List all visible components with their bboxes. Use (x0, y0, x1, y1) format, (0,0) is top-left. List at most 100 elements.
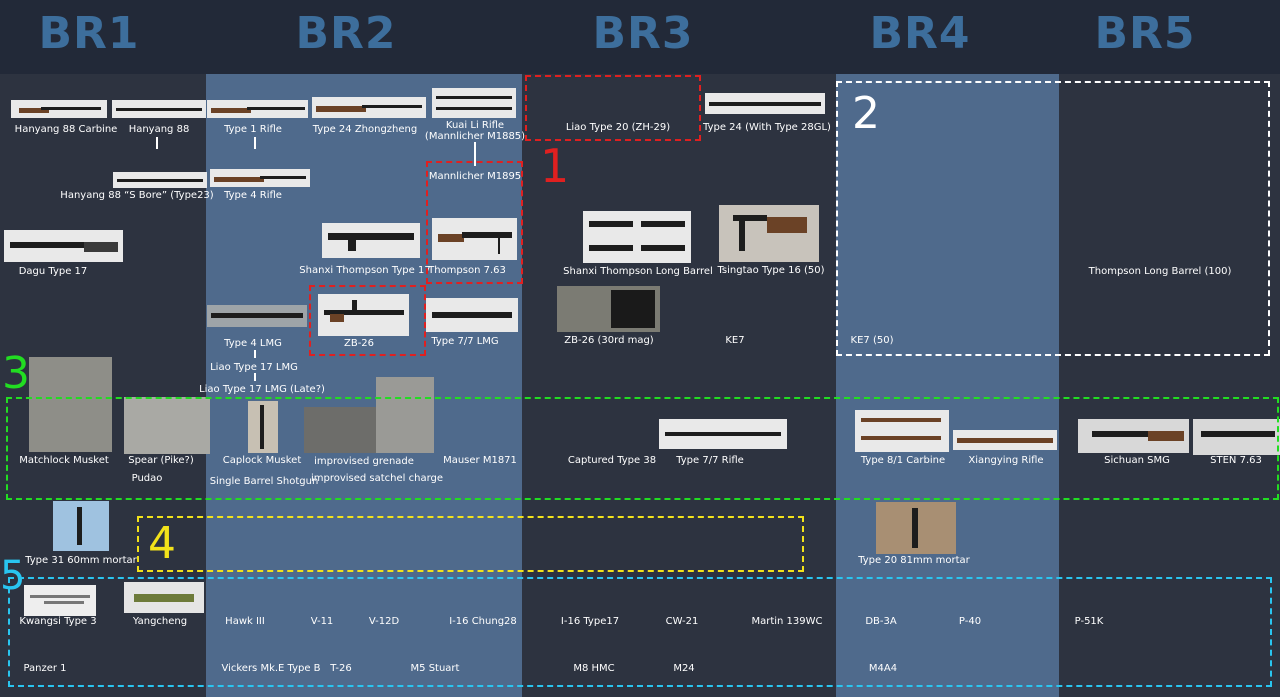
type24-28gl-image (705, 93, 825, 114)
tier-br3: BR3 (592, 8, 694, 59)
tsingtao16-label: Tsingtao Type 16 (50) (717, 265, 825, 276)
shanxi-thompson-long-image (583, 211, 691, 263)
hanyang88-sbore-image (113, 172, 207, 188)
type24-zhongzheng-image (312, 97, 426, 118)
impr-satchel-image (376, 377, 434, 453)
v12d-label: V-12D (368, 616, 400, 627)
martin139-label: Martin 139WC (751, 616, 823, 627)
panzer1-label: Panzer 1 (23, 663, 67, 674)
cw21-label: CW-21 (665, 616, 699, 627)
i16-chung28-label: I-16 Chung28 (449, 616, 517, 627)
type77-lmg-image (426, 298, 518, 332)
group2-box (836, 81, 1270, 356)
type4lmg-connector (254, 350, 256, 358)
spear-label: Spear (Pike?) (128, 455, 194, 466)
xiangying-label: Xiangying Rifle (968, 455, 1044, 466)
type77-rifle-image (659, 419, 787, 449)
type81-carbine-label: Type 8/1 Carbine (860, 455, 946, 466)
kuaili-image (432, 88, 516, 118)
hanyang88-image (112, 100, 206, 118)
mauser1871-label: Mauser M1871 (443, 455, 517, 466)
type1-rifle-label: Type 1 Rifle (224, 124, 282, 135)
type20-mortar-label: Type 20 81mm mortar (858, 555, 970, 566)
v11-label: V-11 (310, 616, 334, 627)
m8hmc-label: M8 HMC (573, 663, 615, 674)
yangcheng-label: Yangcheng (132, 616, 188, 627)
i16-type17-label: I-16 Type17 (560, 616, 620, 627)
group3-number: 3 (2, 348, 30, 399)
p40-label: P-40 (958, 616, 982, 627)
yangcheng-image (124, 582, 204, 613)
tier-br4: BR4 (869, 8, 971, 59)
group5-number: 5 (0, 553, 26, 599)
m24-label: M24 (673, 663, 695, 674)
matchlock-label: Matchlock Musket (19, 455, 109, 466)
group5-box (8, 577, 1272, 687)
type4-rifle-label: Type 4 Rifle (224, 190, 282, 201)
group1-box-mannlicher-thompson (426, 161, 523, 284)
pudao-label: Pudao (131, 473, 163, 484)
tier-br2: BR2 (295, 8, 397, 59)
group1-box-zb26 (309, 285, 426, 356)
m4a4-label: M4A4 (868, 663, 898, 674)
caplock-image (248, 401, 278, 453)
impr-grenade-image (304, 407, 377, 453)
spear-image (124, 397, 210, 454)
type1-rifle-image (207, 100, 308, 118)
tier-br5: BR5 (1094, 8, 1196, 59)
m5stuart-label: M5 Stuart (410, 663, 460, 674)
shanxi-thompson17-label: Shanxi Thompson Type 17 (299, 265, 431, 276)
thompson763-image (432, 218, 517, 260)
type24-28gl-label: Type 24 (With Type 28GL) (703, 122, 831, 133)
type4-rifle-image (210, 169, 310, 187)
type31-mortar-label: Type 31 60mm mortar (25, 555, 137, 566)
tier-br1: BR1 (38, 8, 140, 59)
hawk3-label: Hawk III (225, 616, 265, 627)
db3a-label: DB-3A (865, 616, 897, 627)
group2-number: 2 (852, 88, 880, 139)
group1-box-liao (525, 75, 701, 141)
sten763-label: STEN 7.63 (1210, 455, 1262, 466)
group1-number: 1 (540, 139, 570, 193)
group3-box (6, 397, 1279, 500)
type20-mortar-image (876, 502, 956, 554)
tier-header (0, 0, 1280, 74)
zb26-label: ZB-26 (343, 338, 375, 349)
captured38-label: Captured Type 38 (567, 455, 657, 466)
sten763-image (1193, 419, 1280, 455)
shanxi-thompson17-image (322, 223, 420, 258)
type77-lmg-label: Type 7/7 LMG (431, 336, 499, 347)
liao17-lmg-label: Liao Type 17 LMG (210, 362, 298, 373)
impr-satchel-label: improvised satchel charge (310, 473, 444, 484)
hanyang-connector (156, 137, 158, 149)
vickers-label: Vickers Mk.E Type B (221, 663, 321, 674)
type81-carbine-image (855, 410, 949, 452)
ke7-50-label: KE7 (50) (850, 335, 894, 346)
hanyang88-carbine-image (11, 100, 107, 118)
type31-mortar-image (53, 501, 109, 551)
type4-lmg-image (207, 305, 307, 327)
kwangsi3-image (24, 585, 96, 616)
thompson763-label: Thompson 7.63 (428, 265, 506, 276)
ke7-label: KE7 (725, 335, 745, 346)
type4-lmg-label: Type 4 LMG (224, 338, 282, 349)
kuaili-connector (474, 142, 476, 166)
zb26-image (318, 294, 409, 336)
tsingtao16-image (719, 205, 819, 262)
zb26-30rd-image (557, 286, 660, 332)
liao17-lmg-late-label: Liao Type 17 LMG (Late?) (199, 384, 325, 395)
type1-connector (254, 137, 256, 149)
dagu17-image (4, 230, 123, 262)
p51k-label: P-51K (1074, 616, 1104, 627)
type24-zhongzheng-label: Type 24 Zhongzheng (312, 124, 418, 135)
group4-number: 4 (148, 518, 176, 569)
hanyang88-label: Hanyang 88 (128, 124, 190, 135)
caplock-label: Caplock Musket (222, 455, 302, 466)
liao-type20-label: Liao Type 20 (ZH-29) (565, 122, 671, 133)
kuaili-sub-label: (Mannlicher M1885) (424, 131, 526, 142)
liao17-connector (254, 373, 256, 381)
shanxi-thompson-long-label: Shanxi Thompson Long Barrel (563, 266, 713, 277)
zb26-30rd-label: ZB-26 (30rd mag) (564, 335, 654, 346)
type77-rifle-label: Type 7/7 Rifle (676, 455, 744, 466)
kwangsi3-label: Kwangsi Type 3 (19, 616, 97, 627)
